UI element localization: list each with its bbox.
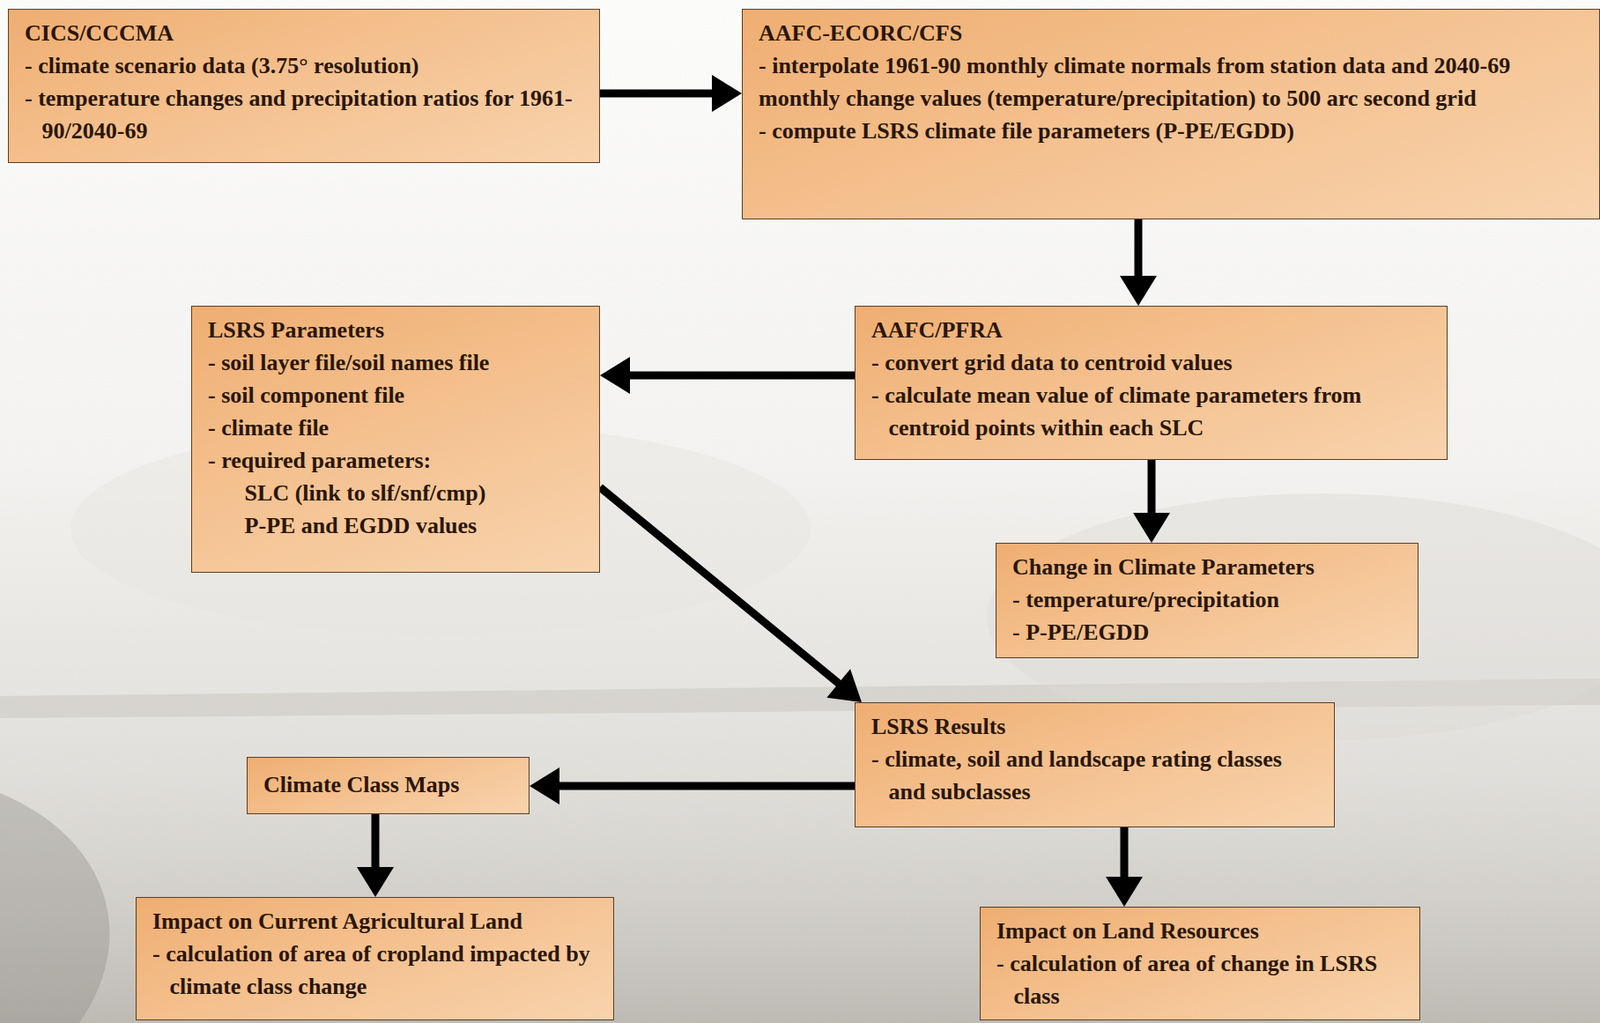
arrow-head [1105, 876, 1143, 907]
box-bullet: - calculate mean value of climate parame… [871, 378, 1431, 445]
arrow-head [529, 767, 560, 805]
flow-arrow [356, 814, 394, 897]
box-bullet: - calculation of area of cropland impact… [152, 937, 598, 1003]
box-bullet: - climate scenario data (3.75° resolutio… [24, 49, 584, 82]
arrow-shaft [600, 487, 840, 685]
process-box: LSRS Results- climate, soil and landscap… [854, 702, 1335, 828]
arrow-shaft [628, 371, 855, 380]
flow-arrow [1133, 459, 1171, 543]
box-heading: LSRS Results [871, 710, 1319, 743]
arrow-head [600, 356, 630, 394]
box-heading: AAFC-ECORC/CFS [758, 16, 1584, 50]
process-box: AAFC-ECORC/CFS- interpolate 1961-90 mont… [741, 8, 1600, 220]
flow-arrow [1105, 827, 1143, 907]
box-bullet: - climate file [207, 411, 584, 445]
arrow-shaft [1134, 219, 1143, 278]
box-bullet: - compute LSRS climate file parameters (… [758, 114, 1584, 148]
box-bullet: - convert grid data to centroid values [871, 346, 1431, 379]
process-box: AAFC/PFRA- convert grid data to centroid… [854, 305, 1448, 460]
box-bullet: - P-PE/EGDD [1012, 615, 1402, 649]
box-heading: Impact on Current Agricultural Land [152, 904, 598, 938]
box-heading: Climate Class Maps [263, 768, 513, 801]
box-heading: LSRS Parameters [207, 313, 584, 347]
arrow-head [826, 668, 862, 703]
arrow-head [711, 74, 742, 112]
box-bullet: - temperature/precipitation [1012, 583, 1402, 616]
arrow-shaft [557, 782, 855, 791]
process-box: Impact on Current Agricultural Land- cal… [135, 896, 615, 1021]
process-box: LSRS Parameters- soil layer file/soil na… [191, 305, 600, 573]
arrow-head [356, 866, 394, 897]
flow-arrow [600, 487, 862, 703]
box-bullet: - required parameters: [207, 444, 584, 477]
flow-arrow [600, 74, 742, 112]
flow-arrow [600, 356, 855, 394]
process-box: Impact on Land Resources- calculation of… [979, 906, 1421, 1021]
box-bullet: - interpolate 1961-90 monthly climate no… [758, 49, 1584, 115]
box-heading: CICS/CCCMA [24, 16, 584, 50]
flow-arrow [1119, 219, 1157, 306]
box-bullet: - temperature changes and precipitation … [24, 81, 584, 148]
box-bullet: - calculation of area of change in LSRS … [996, 947, 1404, 1013]
process-box: CICS/CCCMA- climate scenario data (3.75°… [7, 8, 600, 163]
arrow-head [1119, 275, 1157, 306]
arrow-shaft [1148, 459, 1156, 515]
arrow-shaft [371, 814, 380, 869]
process-box: Change in Climate Parameters- temperatur… [995, 542, 1419, 659]
box-bullet: - climate, soil and landscape rating cla… [871, 742, 1319, 808]
arrow-shaft [600, 89, 714, 98]
box-bullet: - soil component file [207, 378, 584, 412]
box-bullet: P-PE and EGDD values [207, 509, 584, 542]
arrow-head [1133, 512, 1171, 543]
flow-arrow [529, 767, 855, 805]
process-box: Climate Class Maps [246, 756, 530, 815]
box-bullet: - soil layer file/soil names file [207, 346, 584, 379]
box-heading: Change in Climate Parameters [1012, 550, 1402, 584]
box-bullet: SLC (link to slf/snf/cmp) [207, 476, 584, 510]
box-heading: AAFC/PFRA [871, 313, 1431, 347]
arrow-shaft [1120, 827, 1129, 879]
box-heading: Impact on Land Resources [996, 914, 1404, 948]
